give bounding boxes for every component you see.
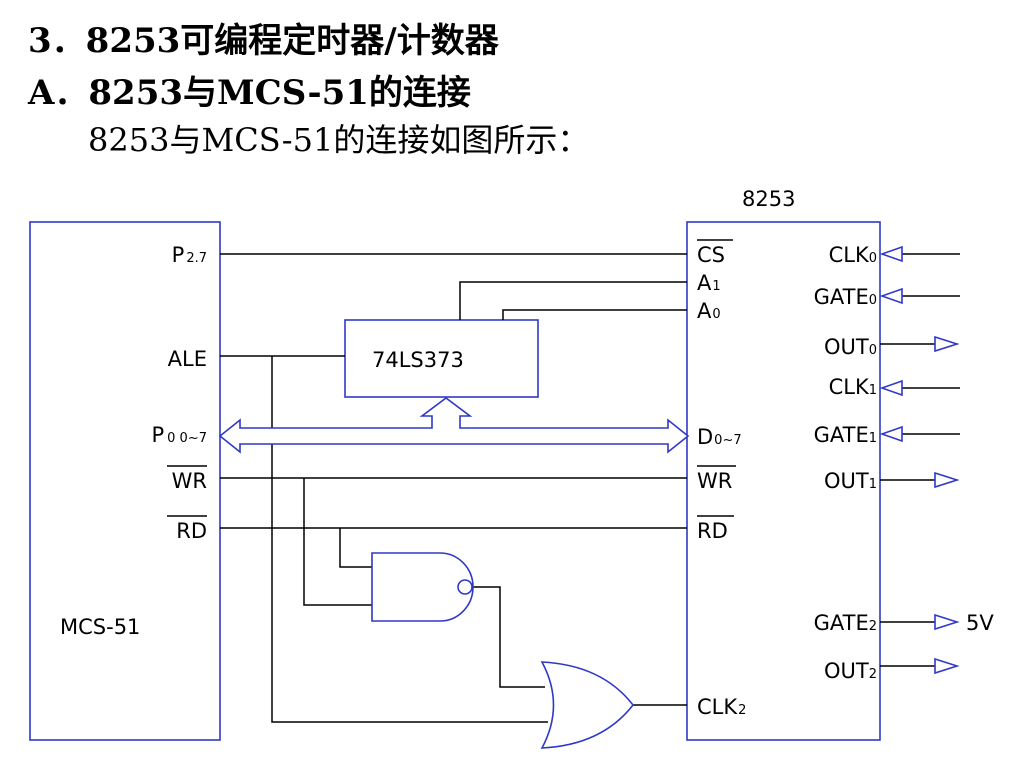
arrow-out1 <box>934 471 960 489</box>
chip-pin-gate2: GATE2 <box>814 611 877 635</box>
wire-nand-or <box>472 586 545 688</box>
arrow-out0 <box>934 335 960 353</box>
subsection-title: A．8253与MCS-51的连接 <box>28 73 471 113</box>
chip-8253-label: 8253 <box>742 187 795 211</box>
chip-pin-out0: OUT0 <box>824 335 877 359</box>
chip-pin-gate0: GATE0 <box>814 285 877 309</box>
chip-pin-clk2: CLK2 <box>697 695 746 719</box>
chip-pin-a0: A0 <box>697 299 721 323</box>
arrow-clk0-in <box>879 245 903 263</box>
latch-74ls373-label: 74LS373 <box>372 348 464 372</box>
chip-pin-a1: A1 <box>697 271 721 295</box>
arrow-out2 <box>934 657 960 675</box>
wires <box>220 253 960 723</box>
or-gate <box>540 661 635 749</box>
wire-latch-a1 <box>459 281 687 320</box>
wire-rd-nand <box>339 528 372 568</box>
gate2-supply-label: 5V <box>966 611 994 635</box>
data-bus-arrow <box>218 397 690 454</box>
arrow-clk1-in <box>879 379 903 397</box>
chip-pin-d: D0~7 <box>697 425 742 449</box>
nand-gate <box>371 552 474 622</box>
chip-pin-out2: OUT2 <box>824 659 877 683</box>
mcs51-pin-ale: ALE <box>168 347 207 371</box>
section-title: 3．8253可编程定时器/计数器 <box>28 21 499 61</box>
mcs51-box <box>29 221 221 741</box>
latch-74ls373-box <box>344 319 539 398</box>
arrow-gate2-5v <box>934 613 960 631</box>
mcs51-pin-wr: WR <box>172 469 207 493</box>
chip-8253-box <box>686 221 881 741</box>
description-text: 8253与MCS-51的连接如图所示： <box>88 121 590 159</box>
wire-latch-a0 <box>502 309 687 320</box>
io-arrows <box>879 245 960 675</box>
chip-pin-clk0: CLK0 <box>829 243 877 267</box>
chip-pin-clk1: CLK1 <box>829 375 877 399</box>
mcs51-pin-rd: RD <box>176 519 207 543</box>
chip-pin-wr: WR <box>697 469 732 493</box>
chip-pin-rd: RD <box>697 519 728 543</box>
wire-ale-or <box>271 356 548 723</box>
wire-wr-nand <box>303 478 372 606</box>
mcs51-label: MCS-51 <box>60 615 140 639</box>
nand-bubble <box>457 579 473 595</box>
chip-pin-cs: CS <box>697 243 725 267</box>
arrow-gate1-in <box>879 425 903 443</box>
chip-pin-gate1: GATE1 <box>814 423 877 447</box>
arrow-gate0-in <box>879 287 903 305</box>
chip-pin-out1: OUT1 <box>824 469 877 493</box>
